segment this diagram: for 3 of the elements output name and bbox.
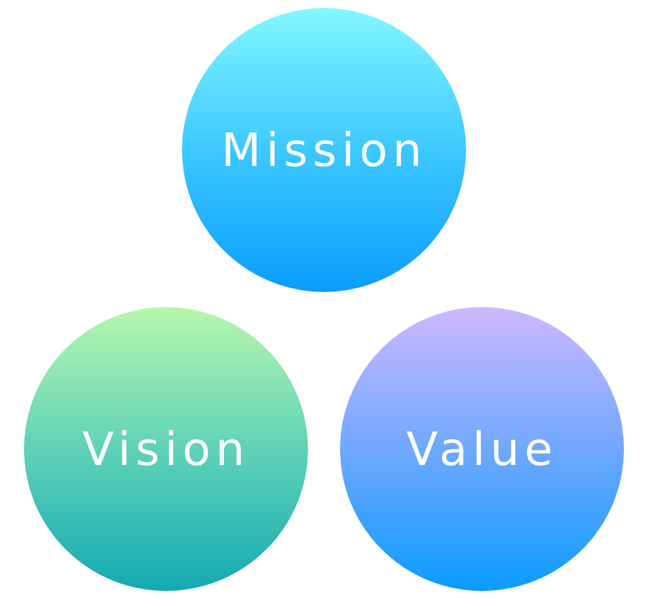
node-label: Value <box>406 422 558 476</box>
node-label: Vision <box>82 422 250 476</box>
node-label: Mission <box>221 123 427 177</box>
